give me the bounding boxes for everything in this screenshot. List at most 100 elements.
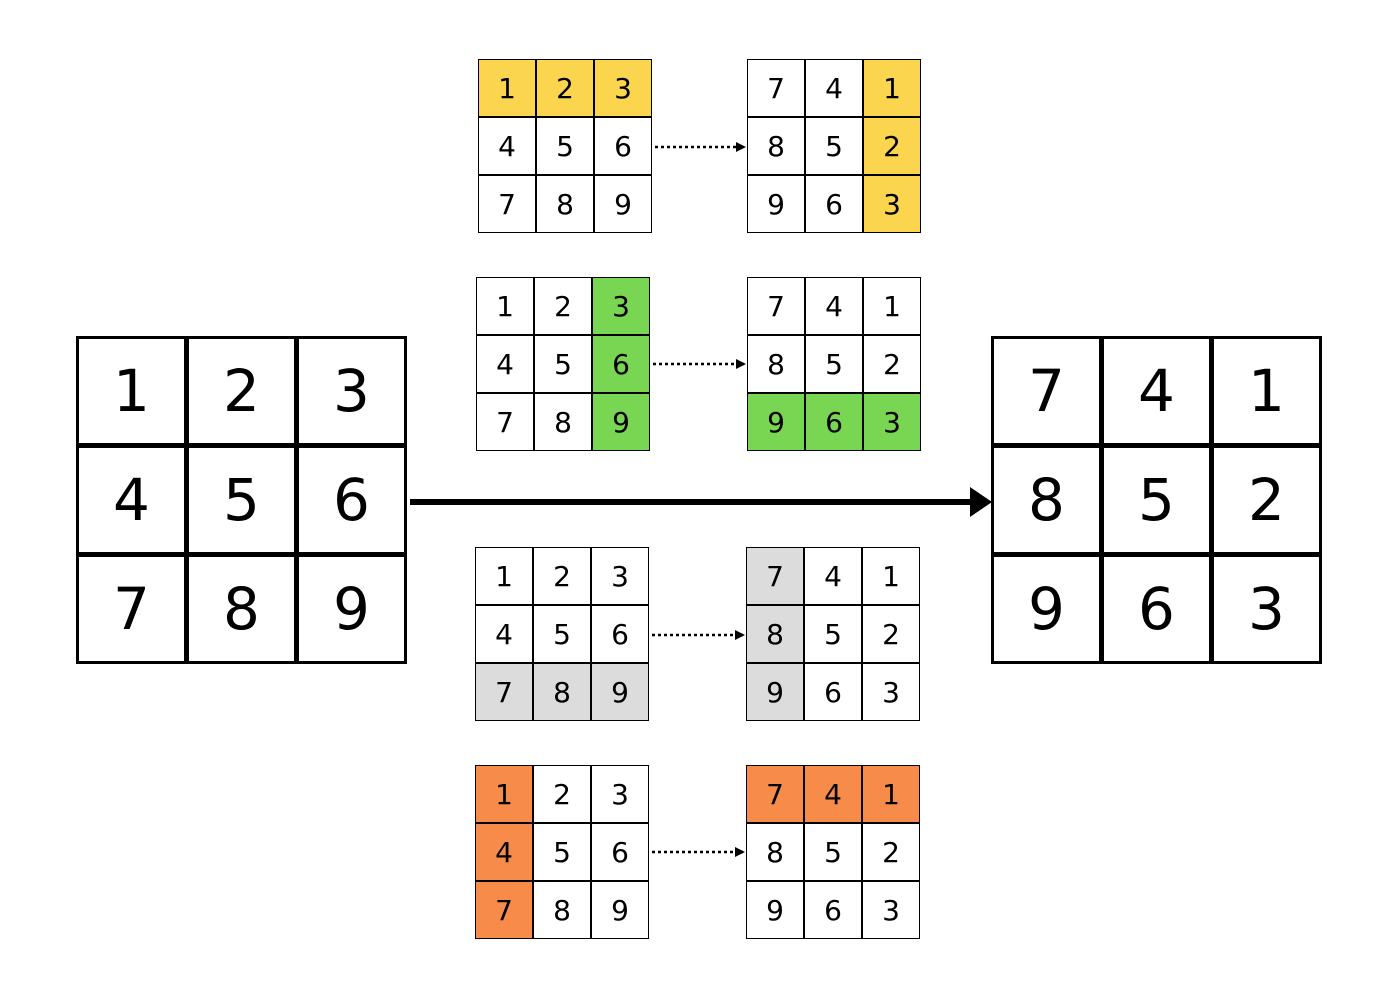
matrix-cell: 7 [477, 394, 533, 450]
matrix-cell: 1 [479, 60, 535, 116]
matrix-cell: 6 [805, 882, 861, 938]
matrix-cell: 5 [189, 448, 294, 552]
matrix-cell: 2 [534, 548, 590, 604]
matrix-cell: 2 [534, 766, 590, 822]
matrix-cell: 7 [994, 339, 1099, 443]
matrix-cell: 3 [1214, 557, 1319, 661]
matrix-cell: 3 [863, 664, 919, 720]
matrix-cell: 2 [537, 60, 593, 116]
matrix-cell: 5 [1104, 448, 1209, 552]
matrix-cell: 9 [592, 664, 648, 720]
matrix-cell: 6 [1104, 557, 1209, 661]
matrix-cell: 4 [806, 60, 862, 116]
matrix-cell: 4 [806, 278, 862, 334]
matrix-cell: 7 [748, 60, 804, 116]
matrix-cell: 1 [476, 548, 532, 604]
matrix-cell: 2 [189, 339, 294, 443]
step-1-output-matrix: 7 4 1 8 5 2 9 6 3 [747, 59, 921, 233]
matrix-cell: 8 [534, 664, 590, 720]
matrix-cell: 6 [593, 336, 649, 392]
matrix-cell: 3 [593, 278, 649, 334]
matrix-cell: 1 [477, 278, 533, 334]
matrix-cell: 6 [806, 394, 862, 450]
matrix-cell: 6 [299, 448, 404, 552]
matrix-cell: 9 [748, 394, 804, 450]
matrix-cell: 2 [863, 606, 919, 662]
matrix-cell: 9 [747, 664, 803, 720]
matrix-cell: 7 [748, 278, 804, 334]
matrix-cell: 8 [535, 394, 591, 450]
matrix-cell: 5 [537, 118, 593, 174]
matrix-cell: 8 [994, 448, 1099, 552]
matrix-cell: 2 [864, 336, 920, 392]
step-3-output-matrix: 7 4 1 8 5 2 9 6 3 [746, 547, 920, 721]
matrix-cell: 3 [863, 882, 919, 938]
matrix-cell: 9 [748, 176, 804, 232]
matrix-cell: 3 [864, 176, 920, 232]
main-arrow-head [970, 487, 992, 517]
matrix-cell: 3 [592, 766, 648, 822]
matrix-cell: 8 [747, 606, 803, 662]
matrix-cell: 5 [806, 336, 862, 392]
matrix-cell: 4 [476, 824, 532, 880]
matrix-cell: 3 [595, 60, 651, 116]
matrix-cell: 8 [747, 824, 803, 880]
step-4-output-matrix: 7 4 1 8 5 2 9 6 3 [746, 765, 920, 939]
matrix-cell: 6 [592, 606, 648, 662]
step-4-input-matrix: 1 2 3 4 5 6 7 8 9 [475, 765, 649, 939]
matrix-cell: 7 [479, 176, 535, 232]
step-2-output-matrix: 7 4 1 8 5 2 9 6 3 [747, 277, 921, 451]
matrix-cell: 8 [537, 176, 593, 232]
matrix-cell: 4 [1104, 339, 1209, 443]
matrix-cell: 6 [805, 664, 861, 720]
matrix-cell: 5 [806, 118, 862, 174]
step-3-input-matrix: 1 2 3 4 5 6 7 8 9 [475, 547, 649, 721]
matrix-cell: 9 [747, 882, 803, 938]
matrix-cell: 6 [592, 824, 648, 880]
matrix-cell: 7 [79, 557, 184, 661]
matrix-cell: 4 [477, 336, 533, 392]
matrix-cell: 4 [479, 118, 535, 174]
matrix-cell: 4 [805, 766, 861, 822]
matrix-cell: 1 [1214, 339, 1319, 443]
matrix-cell: 8 [748, 336, 804, 392]
matrix-cell: 9 [595, 176, 651, 232]
matrix-cell: 4 [805, 548, 861, 604]
matrix-cell: 1 [863, 766, 919, 822]
matrix-cell: 3 [864, 394, 920, 450]
matrix-cell: 6 [806, 176, 862, 232]
matrix-cell: 8 [748, 118, 804, 174]
matrix-cell: 3 [592, 548, 648, 604]
matrix-cell: 4 [79, 448, 184, 552]
matrix-cell: 7 [476, 664, 532, 720]
matrix-cell: 5 [805, 824, 861, 880]
matrix-cell: 3 [299, 339, 404, 443]
matrix-cell: 1 [79, 339, 184, 443]
matrix-cell: 1 [863, 548, 919, 604]
input-matrix: 1 2 3 4 5 6 7 8 9 [76, 336, 407, 664]
matrix-cell: 1 [476, 766, 532, 822]
matrix-cell: 9 [592, 882, 648, 938]
matrix-cell: 5 [535, 336, 591, 392]
matrix-cell: 5 [534, 606, 590, 662]
matrix-cell: 5 [805, 606, 861, 662]
step-2-input-matrix: 1 2 3 4 5 6 7 8 9 [476, 277, 650, 451]
matrix-cell: 2 [1214, 448, 1319, 552]
matrix-cell: 5 [534, 824, 590, 880]
matrix-cell: 1 [864, 278, 920, 334]
matrix-cell: 8 [189, 557, 294, 661]
matrix-cell: 8 [534, 882, 590, 938]
step-1-input-matrix: 1 2 3 4 5 6 7 8 9 [478, 59, 652, 233]
matrix-cell: 7 [476, 882, 532, 938]
output-matrix: 7 4 1 8 5 2 9 6 3 [991, 336, 1322, 664]
matrix-cell: 2 [863, 824, 919, 880]
matrix-cell: 7 [747, 766, 803, 822]
matrix-cell: 7 [747, 548, 803, 604]
matrix-cell: 9 [593, 394, 649, 450]
matrix-cell: 1 [864, 60, 920, 116]
matrix-cell: 9 [994, 557, 1099, 661]
matrix-cell: 2 [535, 278, 591, 334]
matrix-cell: 6 [595, 118, 651, 174]
matrix-cell: 2 [864, 118, 920, 174]
